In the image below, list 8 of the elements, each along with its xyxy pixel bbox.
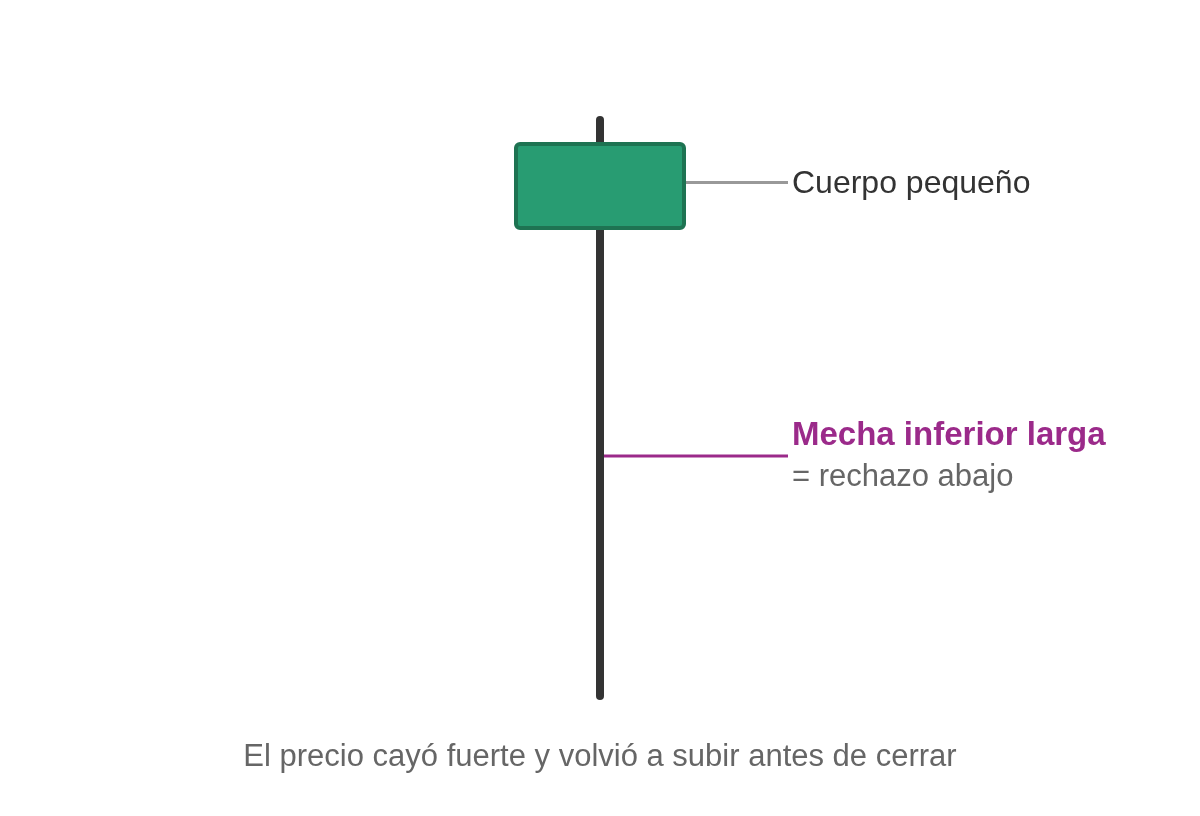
candle-body <box>514 142 686 230</box>
leader-line <box>686 181 788 184</box>
explanation-text: = rechazo abajo <box>792 457 1015 495</box>
caption: El precio cayó fuerte y volvió a subir antes de cerrar <box>242 738 958 774</box>
part-label: Cuerpo pequeño <box>792 164 1031 201</box>
part-label: Mecha inferior larga <box>792 414 1106 454</box>
candle-wick <box>596 116 604 700</box>
leader-line <box>604 454 788 458</box>
